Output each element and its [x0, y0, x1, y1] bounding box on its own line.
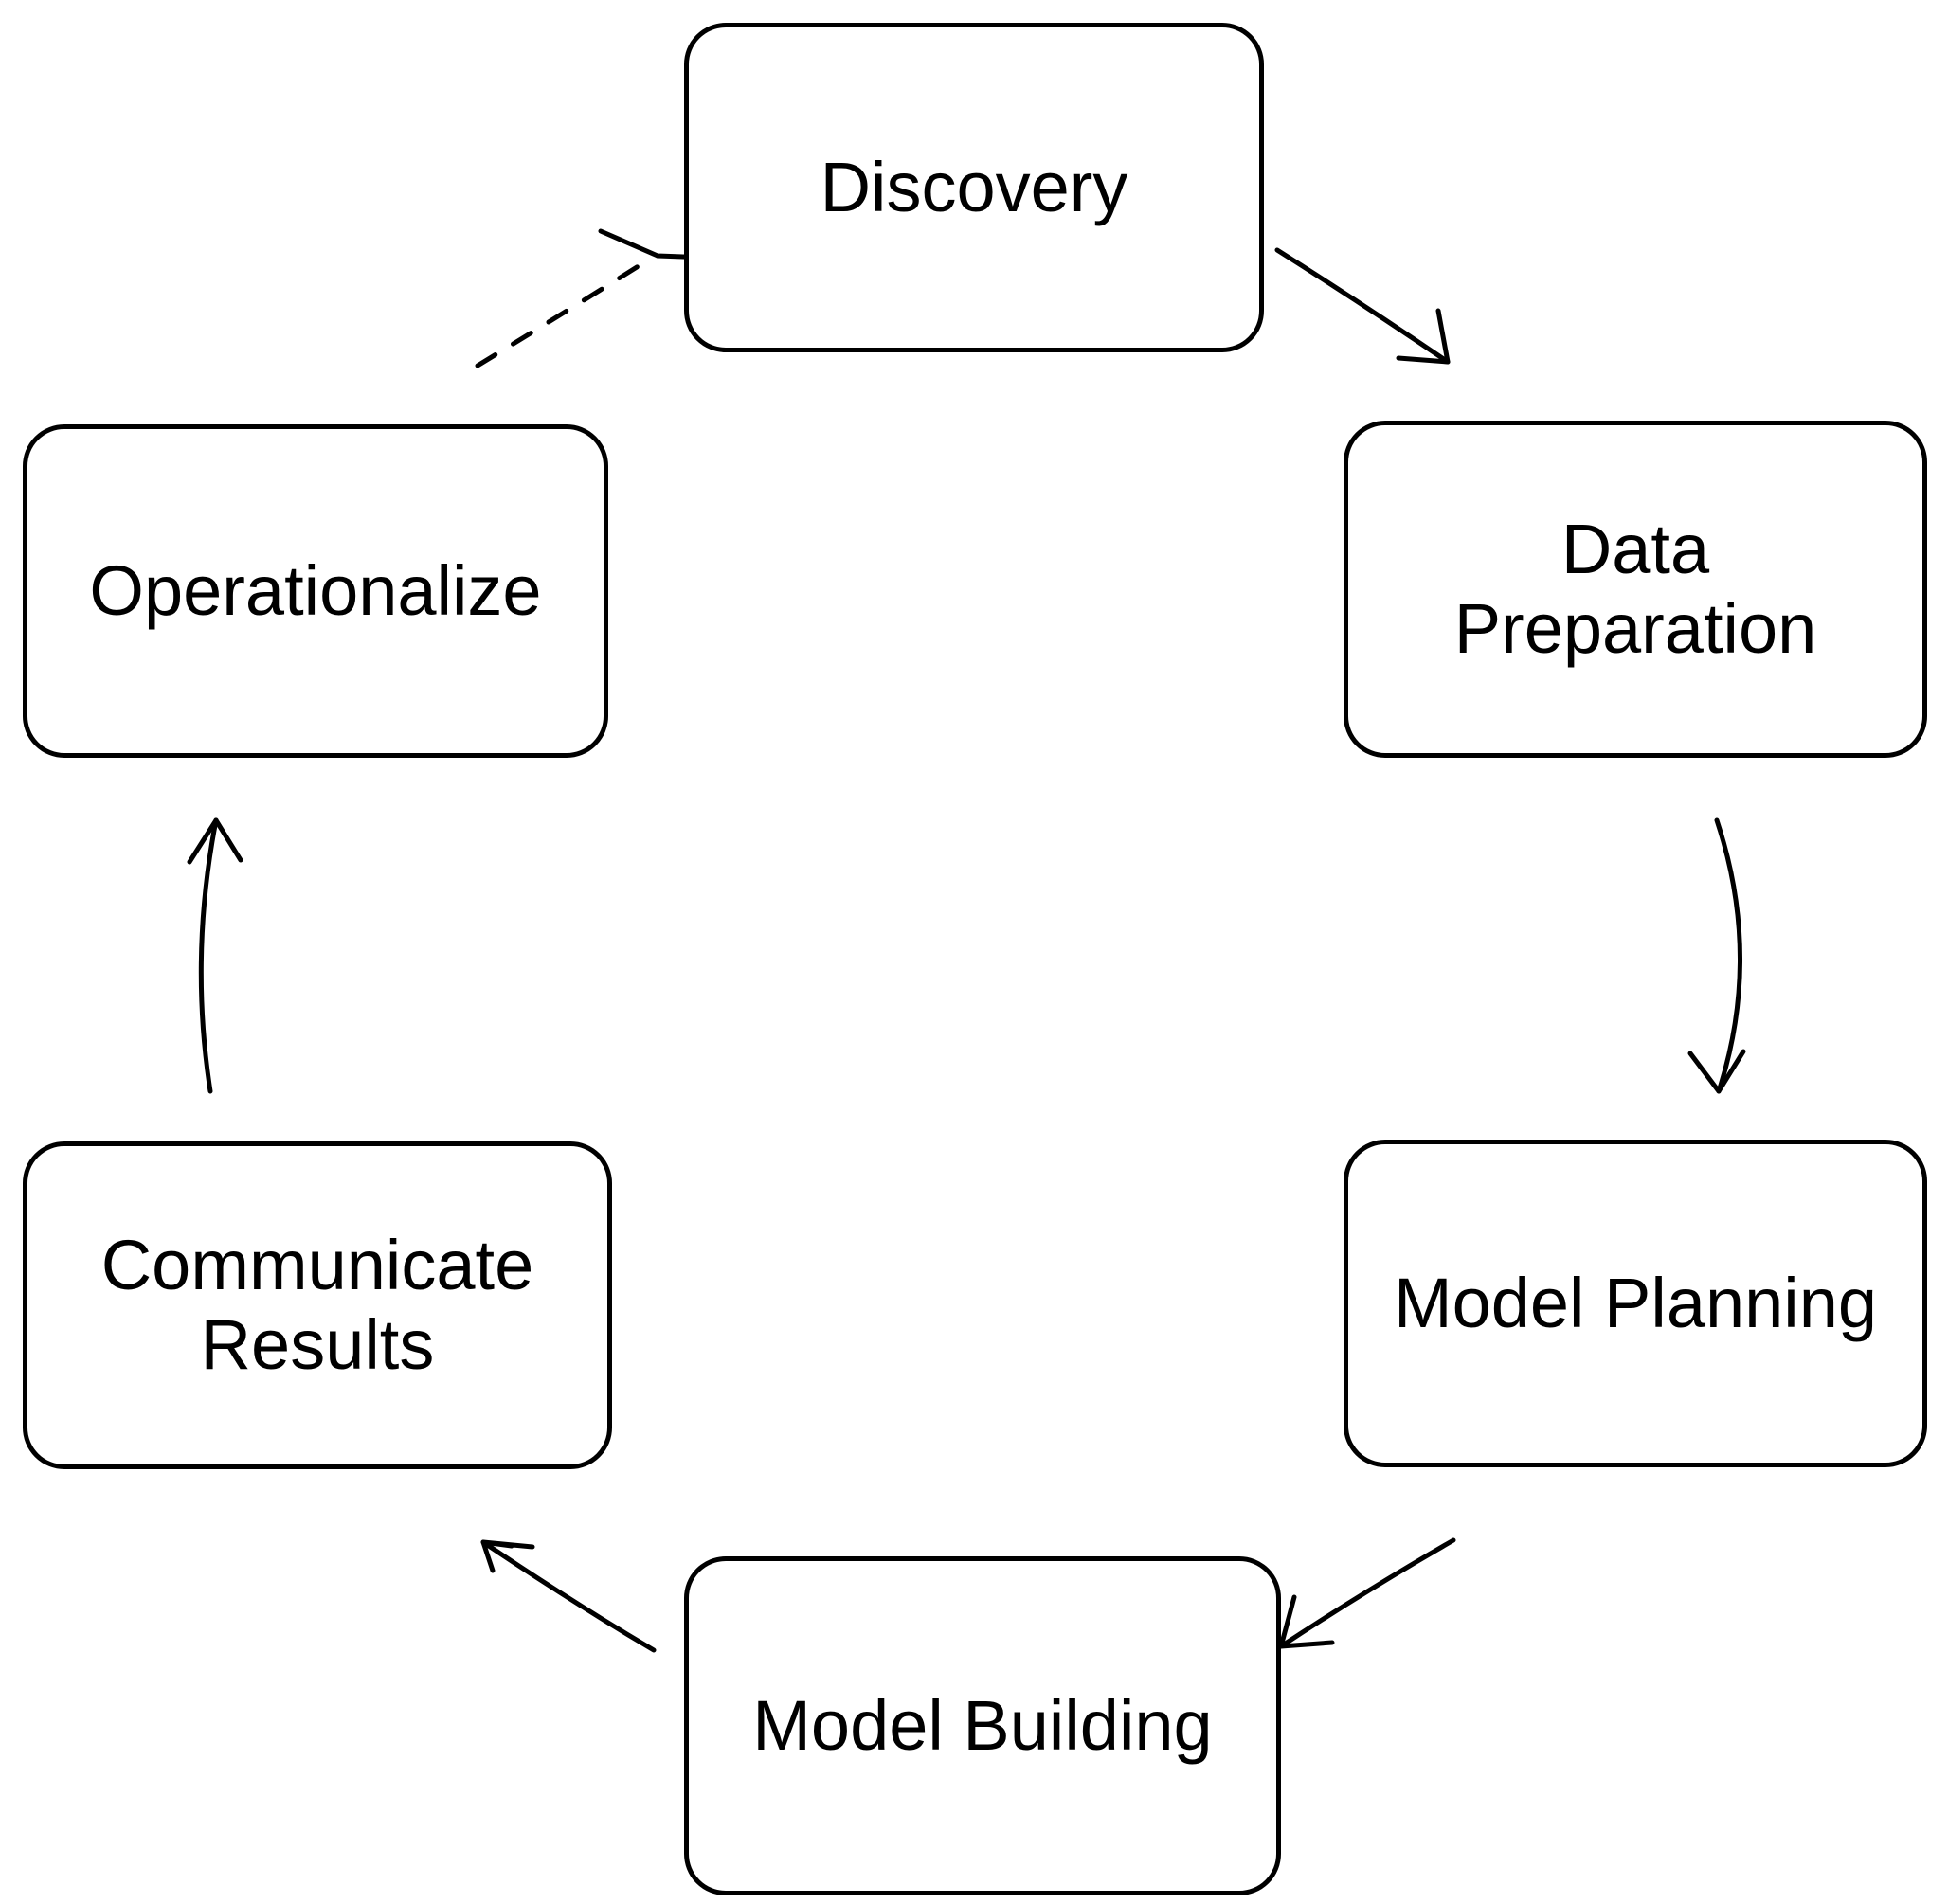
node-data-preparation-label: Data Preparation	[1453, 510, 1817, 668]
node-model-building[interactable]: Model Building	[684, 1556, 1281, 1895]
node-communicate-results[interactable]: Communicate Results	[23, 1141, 612, 1469]
node-operationalize-label: Operationalize	[89, 551, 542, 631]
edge-model-planning-to-model-building	[1278, 1537, 1456, 1649]
edge-data-preparation-to-model-planning	[1687, 817, 1746, 1094]
node-model-planning[interactable]: Model Planning	[1344, 1140, 1927, 1467]
edge-model-building-to-communicate-results	[480, 1539, 657, 1653]
edge-operationalize-to-discovery	[475, 228, 712, 368]
edge-communicate-results-to-operationalize	[187, 817, 244, 1094]
node-discovery[interactable]: Discovery	[684, 23, 1264, 352]
node-model-building-label: Model Building	[752, 1686, 1213, 1766]
edge-discovery-to-data-preparation	[1274, 247, 1451, 365]
node-model-planning-label: Model Planning	[1393, 1264, 1878, 1343]
node-data-preparation[interactable]: Data Preparation	[1344, 421, 1927, 758]
node-discovery-label: Discovery	[820, 148, 1128, 227]
node-operationalize[interactable]: Operationalize	[23, 424, 608, 758]
node-communicate-results-label: Communicate Results	[100, 1226, 534, 1384]
